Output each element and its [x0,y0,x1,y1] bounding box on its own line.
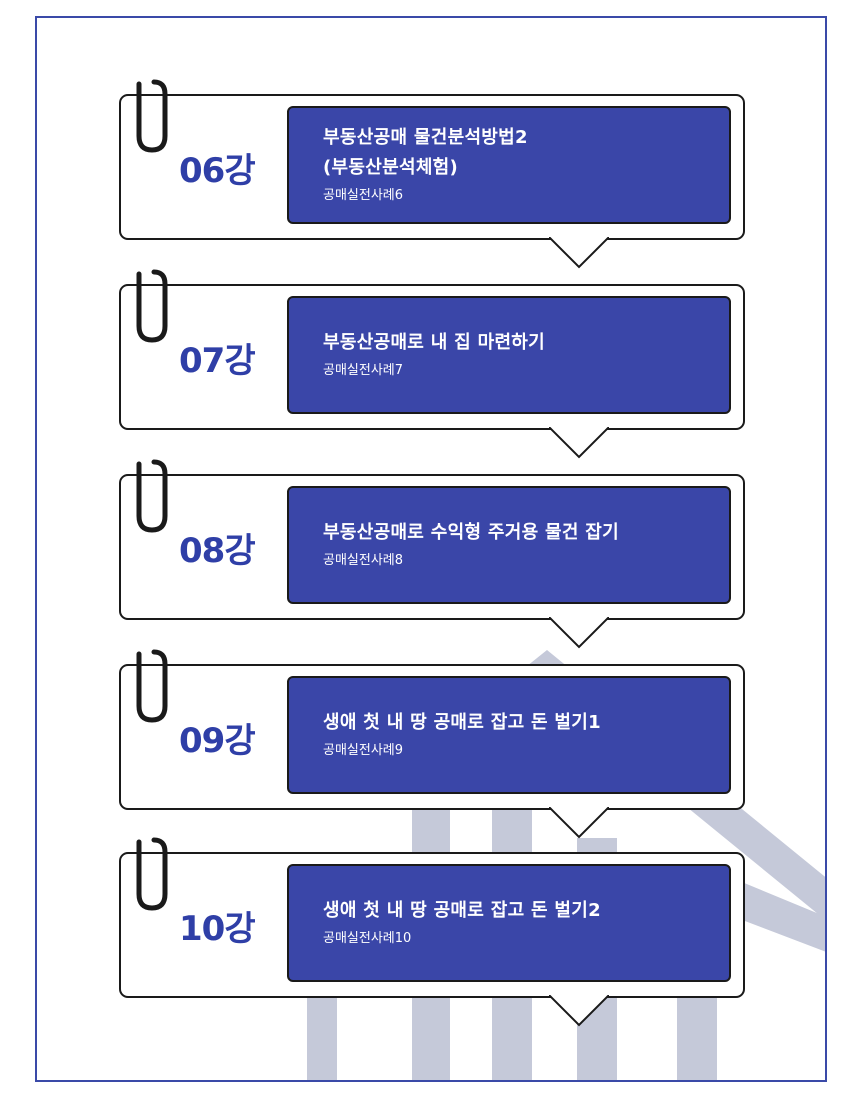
lecture-title: 부동산공매로 내 집 마련하기 [323,332,546,353]
lecture-number: 10강 [179,909,256,949]
lecture-title: (부동산분석체험) [323,157,459,178]
lecture-subtitle: 공매실전사례6 [323,188,404,203]
page-frame: 06강 부동산공매 물건분석방법2 (부동산분석체험) 공매실전사례6 07강 … [35,16,827,1082]
lecture-title-panel: 부동산공매로 내 집 마련하기 공매실전사례7 [287,296,731,414]
card-pointer [549,237,609,269]
card-pointer [549,995,609,1027]
card-pointer [549,617,609,649]
paperclip-icon [136,649,168,723]
paperclip-icon [136,269,168,343]
lecture-number: 09강 [179,721,256,761]
lecture-number: 06강 [179,151,256,191]
card-pointer [549,427,609,459]
lecture-number: 08강 [179,531,256,571]
paperclip-icon [136,79,168,153]
lecture-title-panel: 부동산공매 물건분석방법2 (부동산분석체험) 공매실전사례6 [287,106,731,224]
lecture-number: 07강 [179,341,256,381]
lecture-title: 부동산공매로 수익형 주거용 물건 잡기 [323,522,620,543]
lecture-subtitle: 공매실전사례9 [323,743,404,758]
lecture-title-panel: 부동산공매로 수익형 주거용 물건 잡기 공매실전사례8 [287,486,731,604]
lecture-title-panel: 생애 첫 내 땅 공매로 잡고 돈 벌기1 공매실전사례9 [287,676,731,794]
lecture-title-panel: 생애 첫 내 땅 공매로 잡고 돈 벌기2 공매실전사례10 [287,864,731,982]
card-pointer [549,807,609,839]
paperclip-icon [136,837,168,911]
paperclip-icon [136,459,168,533]
lecture-subtitle: 공매실전사례8 [323,553,404,568]
lecture-title: 생애 첫 내 땅 공매로 잡고 돈 벌기2 [323,900,601,921]
lecture-title: 부동산공매 물건분석방법2 [323,127,528,148]
lecture-title: 생애 첫 내 땅 공매로 잡고 돈 벌기1 [323,712,601,733]
lecture-subtitle: 공매실전사례10 [323,931,412,946]
lecture-subtitle: 공매실전사례7 [323,363,404,378]
